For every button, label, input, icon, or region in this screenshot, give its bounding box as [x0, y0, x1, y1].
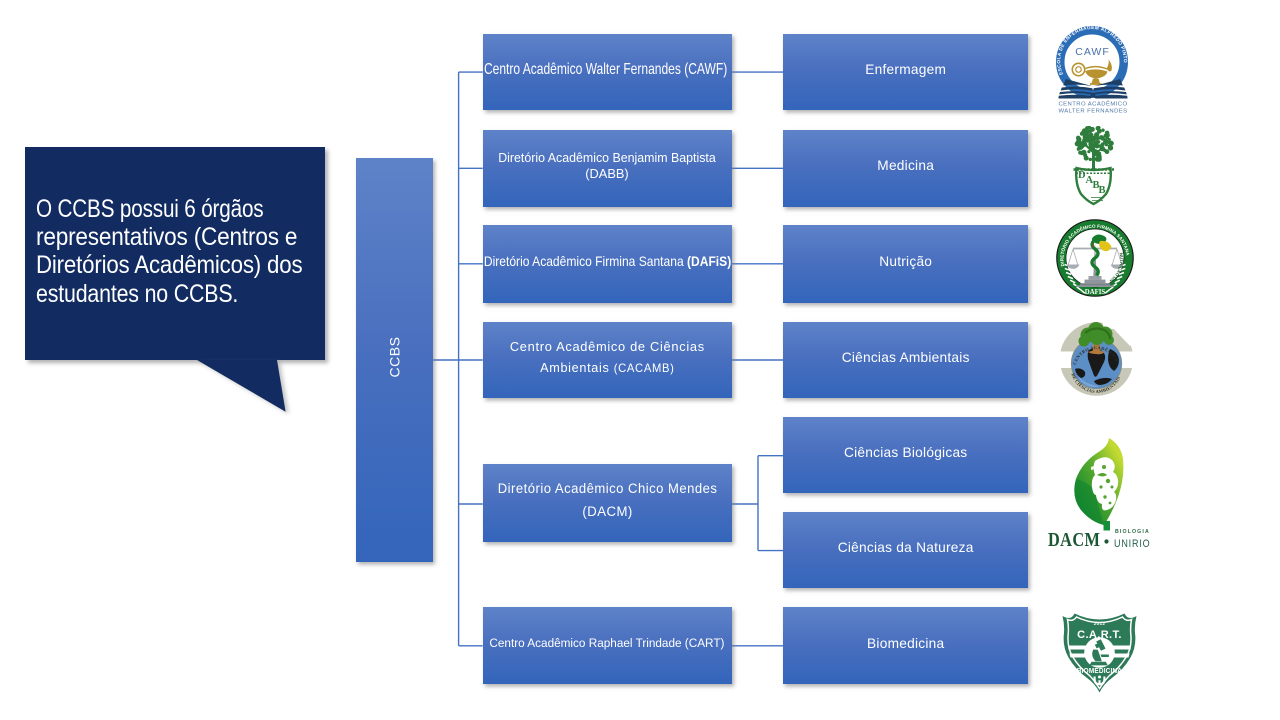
svg-text:CAWF: CAWF: [1075, 46, 1110, 58]
svg-text:WALTER FERNANDES: WALTER FERNANDES: [1058, 109, 1127, 115]
svg-text:CENTRO ACADÊMICO: CENTRO ACADÊMICO: [1058, 100, 1127, 108]
svg-text:DAFIS: DAFIS: [1085, 289, 1106, 296]
